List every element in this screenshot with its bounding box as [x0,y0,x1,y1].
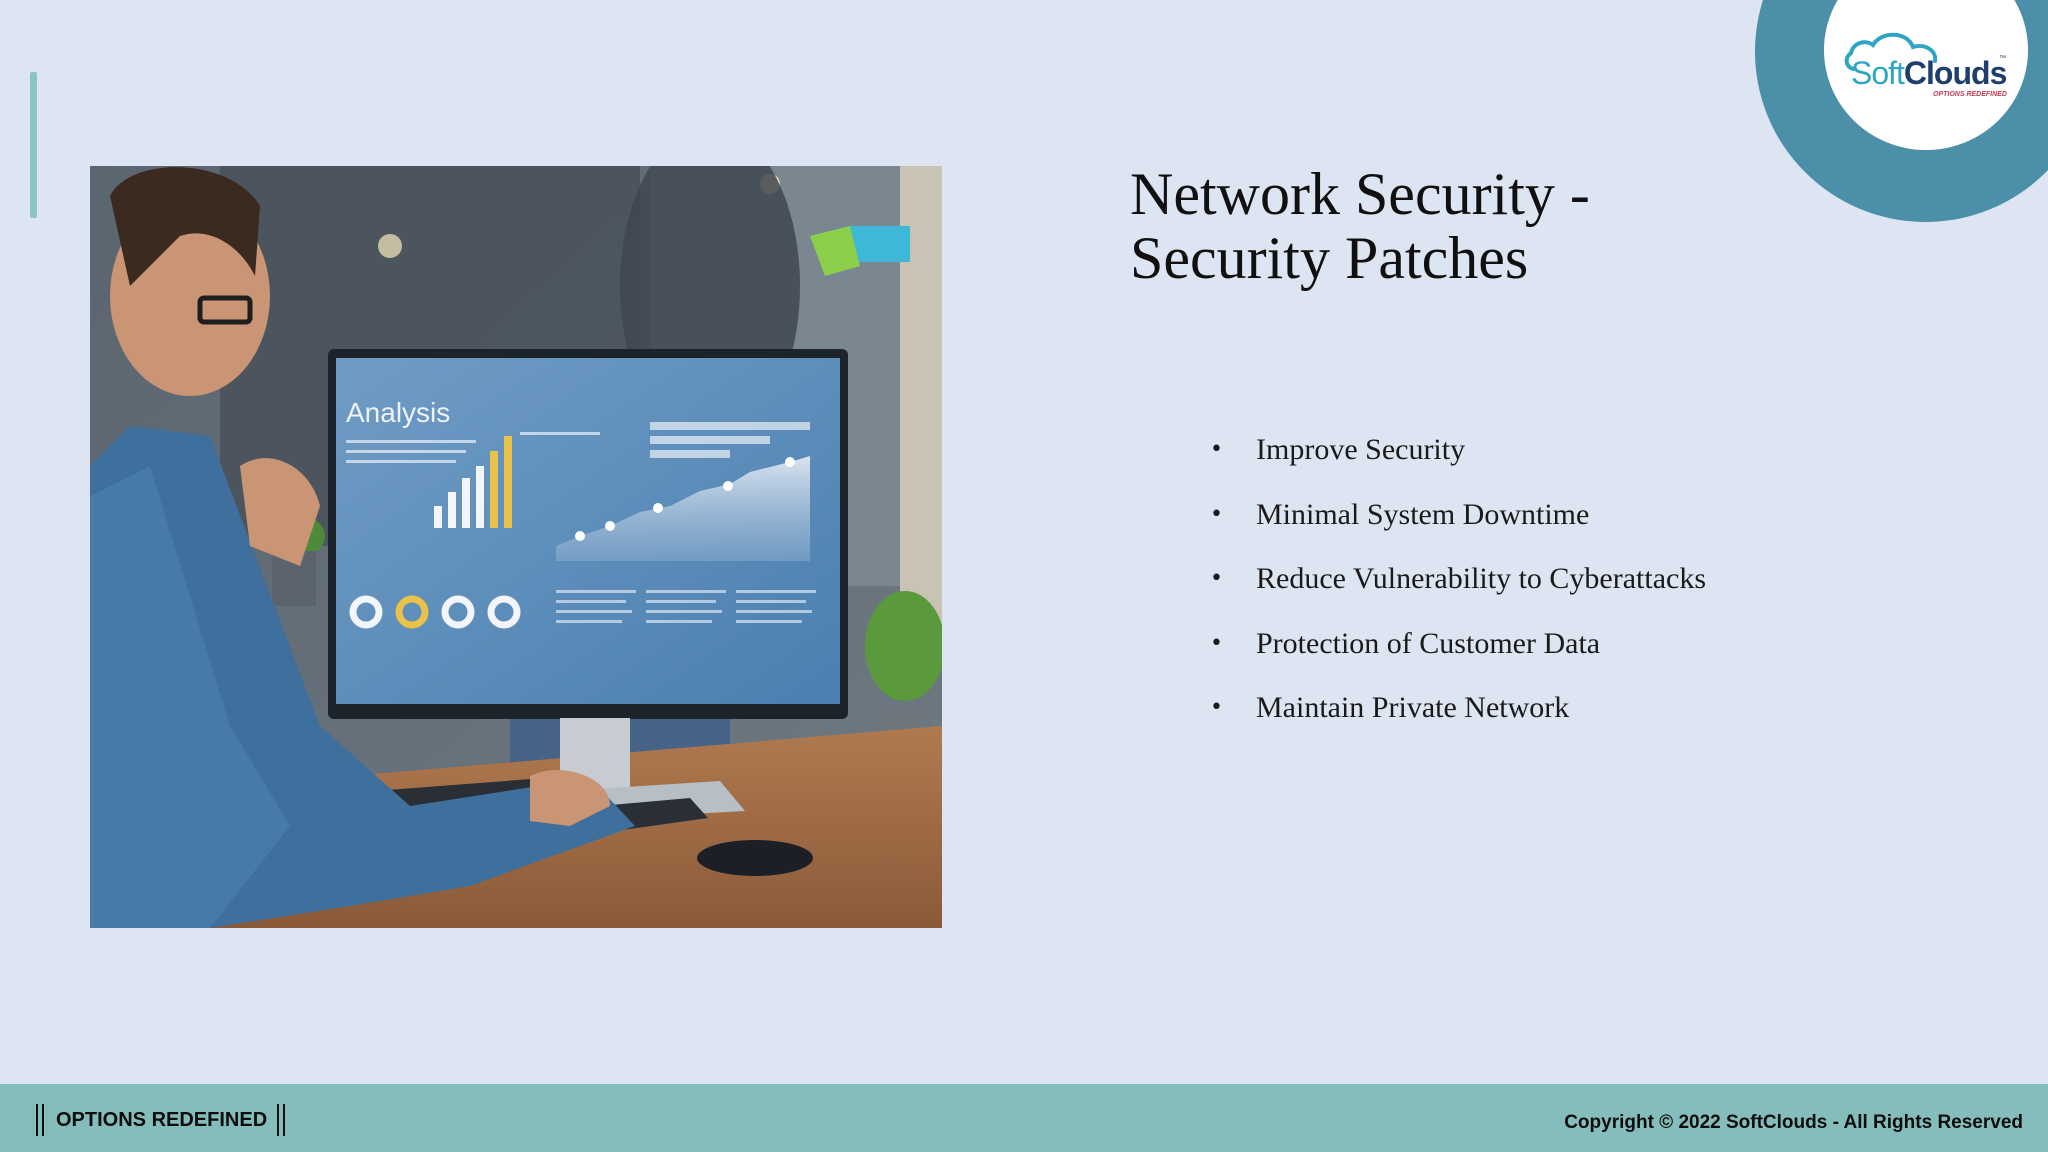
footer-tagline-text: OPTIONS REDEFINED [56,1108,268,1131]
bullet-list: •Improve Security •Minimal System Downti… [1200,418,1706,741]
double-pipe-icon [277,1104,289,1136]
logo-word-soft: Soft [1851,55,1905,91]
slide-title-line-2: Security Patches [1130,225,1529,291]
logo-trademark: ™ [1999,55,2006,62]
bullet-dot-icon: • [1210,501,1223,527]
bullet-item: •Protection of Customer Data [1200,612,1706,677]
bullet-dot-icon: • [1210,437,1223,462]
bullet-item: •Minimal System Downtime [1200,483,1706,548]
bullet-dot-icon: • [1210,695,1223,720]
double-pipe-icon [36,1104,48,1136]
bullet-item: •Improve Security [1200,418,1706,483]
cloud-icon [1844,32,1938,71]
bullet-item: •Reduce Vulnerability to Cyberattacks [1200,547,1706,612]
footer-bar: OPTIONS REDEFINED Copyright © 2022 SoftC… [0,1084,2048,1152]
screen-heading: Analysis [346,397,450,428]
slide-title: Network Security - Security Patches [1130,162,1770,290]
logo-word-clouds: Clouds [1903,55,2007,91]
softclouds-logo: SoftClouds ™ OPTIONS REDEFINED [1824,0,2028,150]
slide-title-line-1: Network Security - [1130,161,1590,227]
accent-bar [30,72,37,218]
logo-tagline: OPTIONS REDEFINED [1933,91,2007,98]
slide-photo: Analysis [90,166,942,928]
bullet-item: •Maintain Private Network [1200,676,1706,741]
bullet-dot-icon: • [1210,566,1223,591]
footer-copyright: Copyright © 2022 SoftClouds - All Rights… [1564,1112,2023,1133]
bullet-dot-icon: • [1210,630,1223,656]
footer-tagline: OPTIONS REDEFINED [36,1104,289,1136]
